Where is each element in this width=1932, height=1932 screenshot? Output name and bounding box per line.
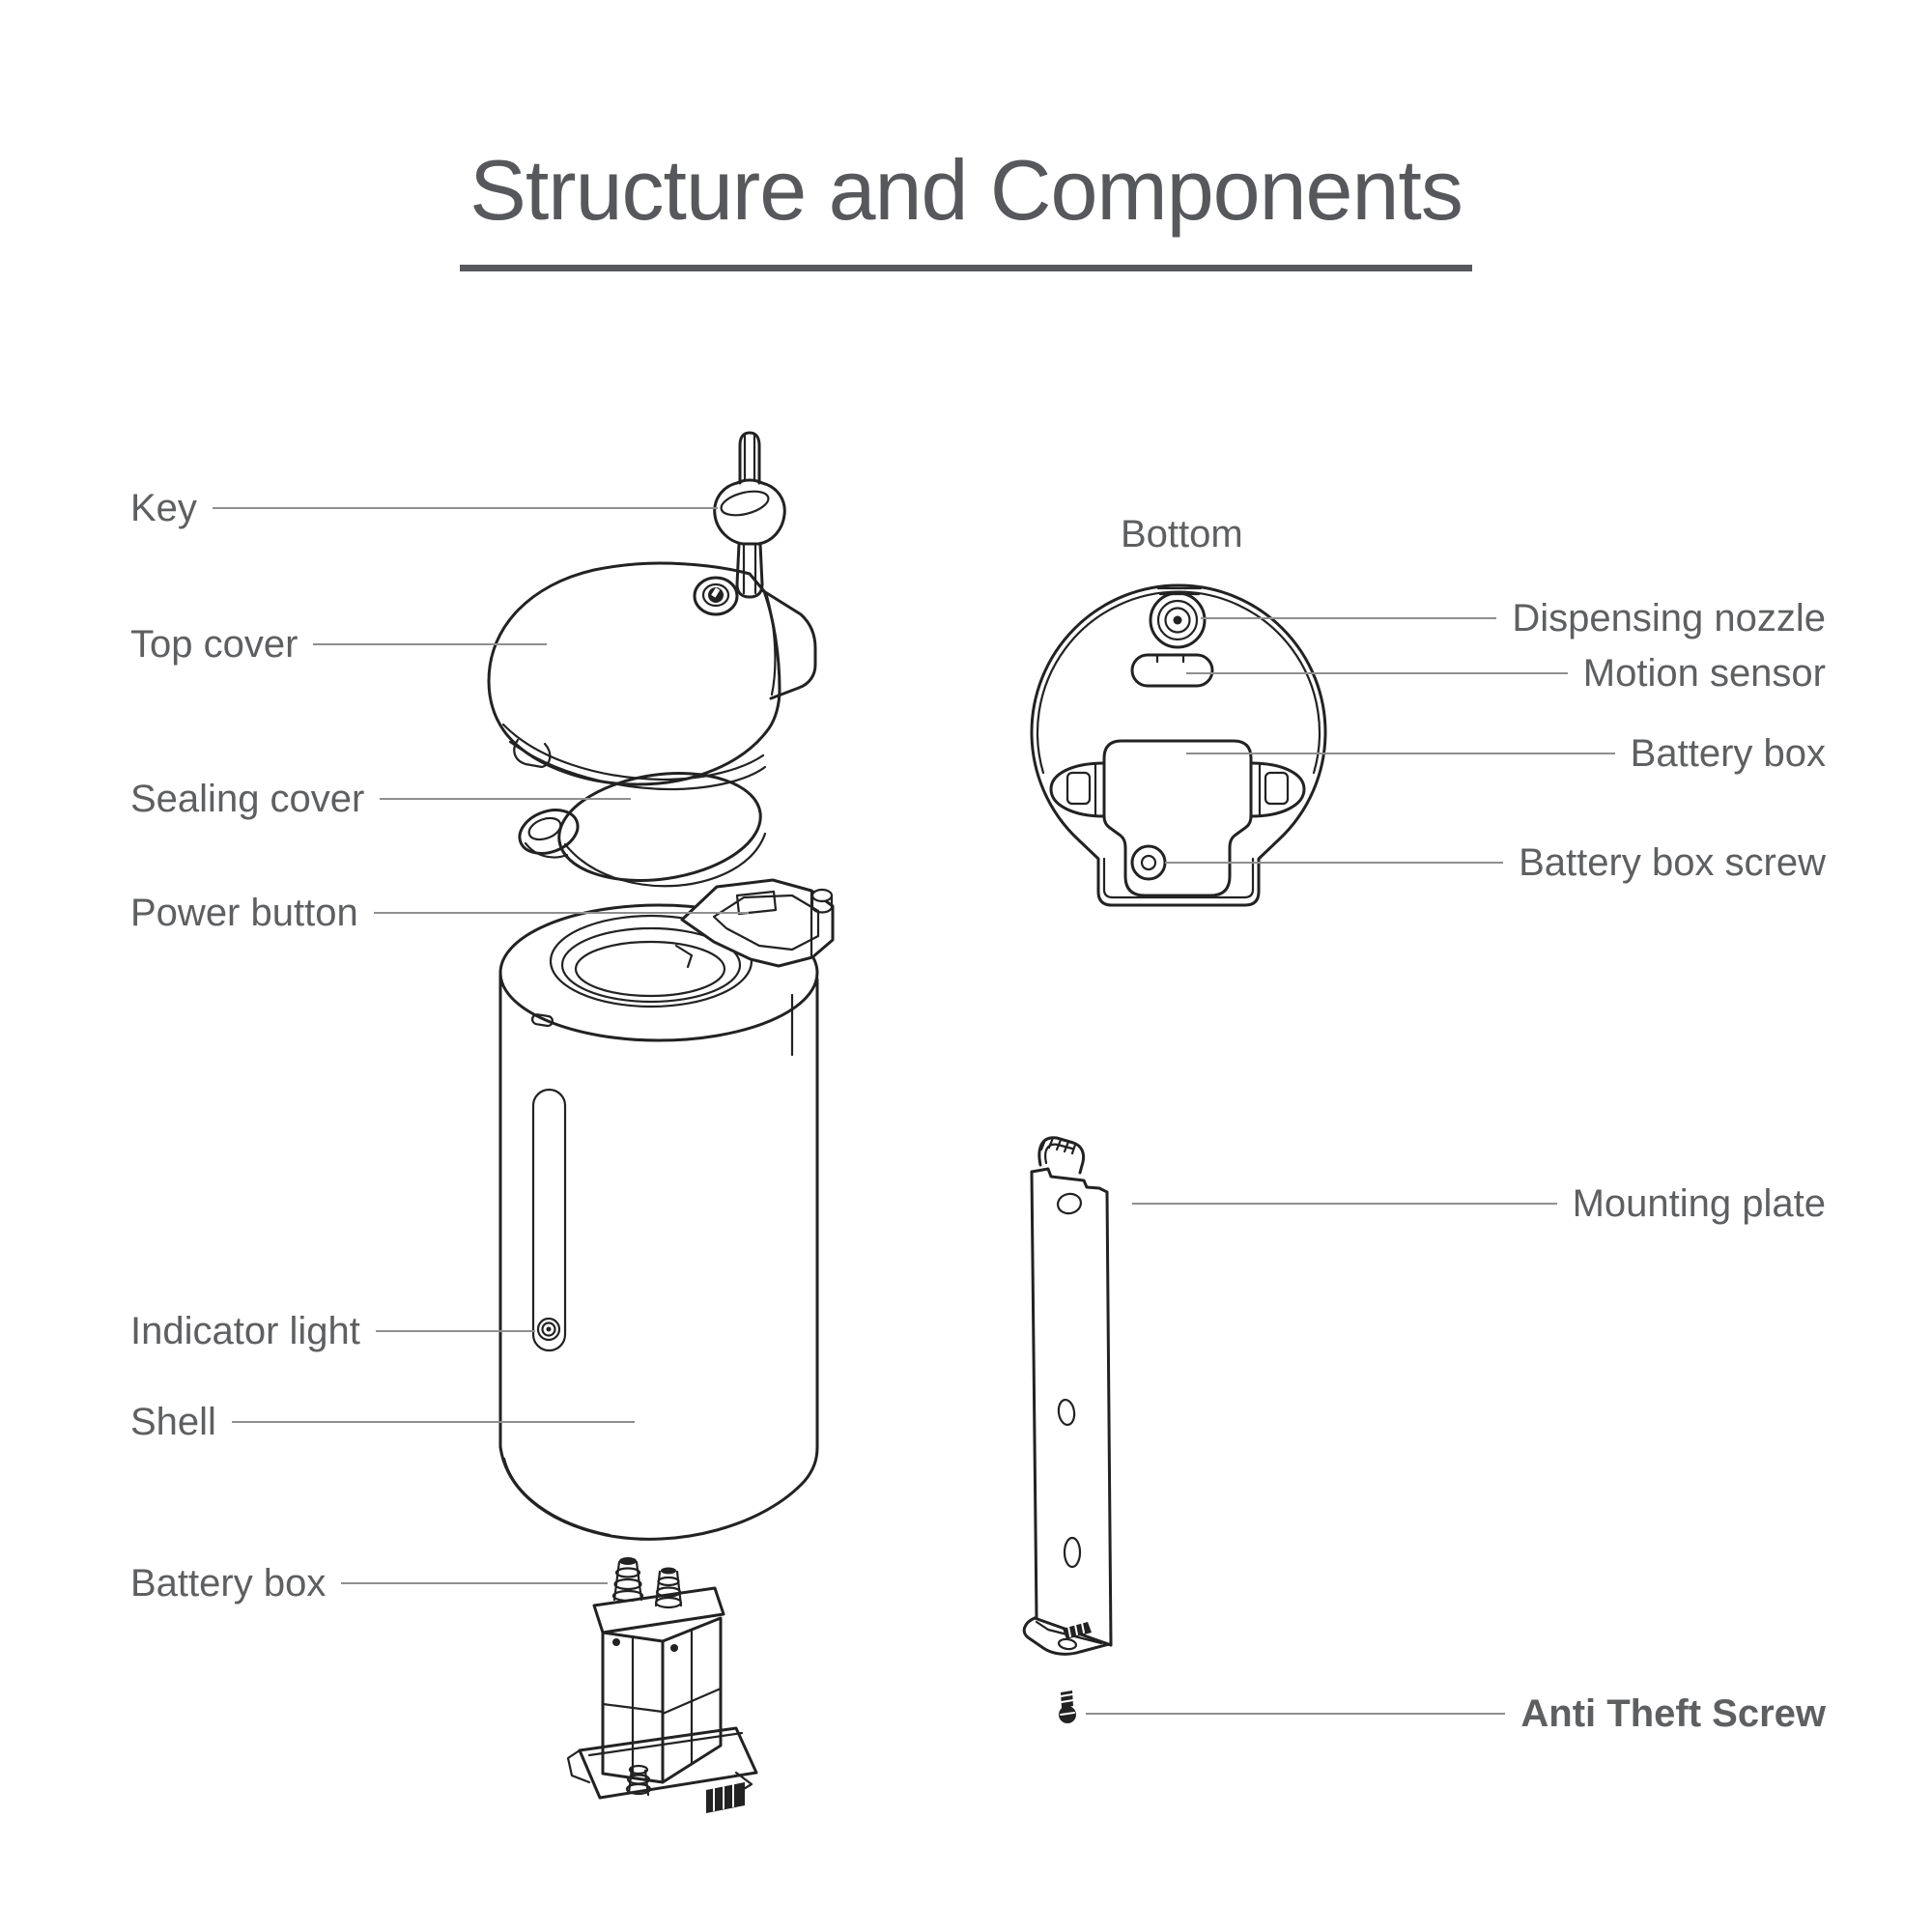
battery-box-illustration [566,1557,758,1813]
leader-line [380,798,631,800]
power-button-illustration [498,878,835,1042]
leader-line [1165,862,1504,864]
key-illustration [713,431,786,599]
label-motion-sensor: Motion sensor [1186,652,1826,695]
label-dispensing-nozzle: Dispensing nozzle [1201,597,1826,639]
page-title-wrap: Structure and Components [0,141,1932,271]
label-mounting-plate: Mounting plate [1132,1182,1826,1225]
leader-line [373,912,749,914]
leader-line [1132,1203,1557,1205]
dispensing-nozzle-icon [1149,591,1207,649]
battery-box-screw-icon [1130,844,1167,881]
indicator-led-icon [536,1317,561,1342]
label-sealing-cover: Sealing cover [130,778,631,820]
label-top-cover: Top cover [130,623,547,666]
leader-line [1186,672,1568,674]
shell-illustration [498,974,819,1541]
anti-theft-screw-illustration [1059,1690,1076,1723]
page-title: Structure and Components [460,141,1472,271]
bottom-view-heading: Bottom [1121,513,1243,555]
battery-box-door-icon [1102,739,1253,897]
label-indicator-light: Indicator light [130,1310,535,1352]
leader-line [1086,1713,1506,1715]
label-power-button: Power button [130,892,749,934]
label-shell: Shell [130,1401,635,1443]
label-battery-box-bottom: Battery box [1186,732,1826,775]
motion-sensor-icon [1130,653,1214,688]
label-battery-box-screw: Battery box screw [1165,841,1826,884]
leader-line [231,1421,635,1423]
top-cover-illustration [487,561,817,791]
leader-line [341,1582,608,1584]
leader-line [212,507,718,509]
leader-line [375,1330,535,1332]
label-key: Key [130,487,718,529]
bottom-view-illustration [1030,583,1327,907]
label-anti-theft-screw: Anti Theft Screw [1086,1692,1826,1735]
mounting-plate-illustration [1022,1136,1113,1656]
leader-line [1186,753,1615,754]
sealing-cover-illustration [518,772,767,888]
label-battery-box: Battery box [130,1562,608,1605]
leader-line [1201,617,1497,619]
leader-line [313,643,547,645]
